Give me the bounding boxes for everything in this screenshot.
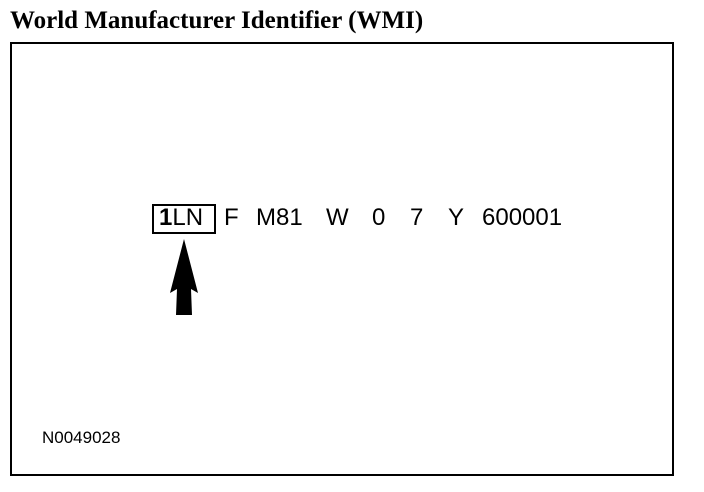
vin-segment: 600001: [482, 204, 563, 231]
wmi-code: 1LN: [159, 198, 203, 238]
vin-segment: W: [326, 204, 349, 231]
figure-id: N0049028: [42, 428, 121, 447]
vin-segment: F: [224, 204, 239, 231]
vin-segment: M81: [256, 204, 303, 231]
wmi-rest-chars: LN: [172, 204, 204, 231]
vin-segment: 7: [410, 204, 424, 231]
pointer-arrow-icon: [170, 239, 198, 315]
wmi-highlight-box: [152, 204, 216, 234]
vin-segment: Y: [448, 204, 465, 231]
vin-segment: 0: [372, 204, 386, 231]
diagram-title: World Manufacturer Identifier (WMI): [10, 7, 424, 34]
diagram-frame: 1LN F M81 W 0 7 Y 600001 N0049028: [10, 42, 674, 476]
wmi-first-char: 1: [159, 204, 173, 231]
